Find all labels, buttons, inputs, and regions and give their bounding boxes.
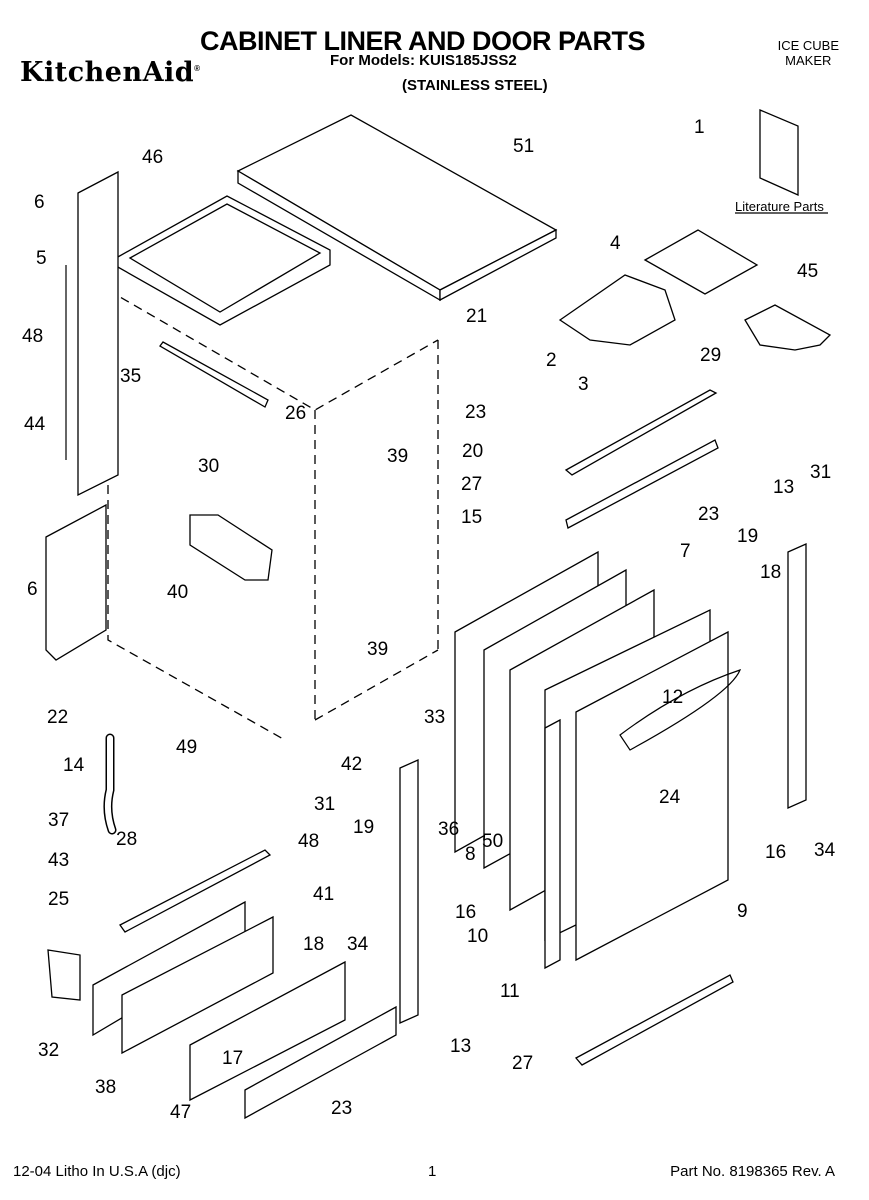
callout: 48 bbox=[298, 831, 319, 852]
part-side-panel bbox=[65, 170, 119, 497]
callout: 25 bbox=[48, 889, 69, 910]
page-number: 1 bbox=[428, 1163, 437, 1180]
callout: 29 bbox=[700, 345, 721, 366]
callout: 32 bbox=[38, 1040, 59, 1061]
callout: 35 bbox=[120, 366, 141, 387]
part-ice-scoop bbox=[744, 304, 832, 351]
callout: 23 bbox=[331, 1098, 352, 1119]
part-door-rail bbox=[565, 439, 719, 529]
callout: 43 bbox=[48, 850, 69, 871]
callout: 33 bbox=[424, 707, 445, 728]
callout: 6 bbox=[27, 579, 38, 600]
part-door-post bbox=[544, 718, 561, 970]
callout: 23 bbox=[465, 402, 486, 423]
part-toe-kick bbox=[47, 849, 397, 1120]
part-door-assembly bbox=[454, 550, 742, 962]
part-bottom-rail bbox=[574, 974, 734, 1066]
callout: 13 bbox=[450, 1036, 471, 1057]
kitchenaid-logo: KitchenAid® bbox=[20, 57, 201, 88]
model-number: For Models: KUIS185JSS2 bbox=[330, 52, 517, 69]
callout: 51 bbox=[513, 136, 534, 157]
callout: 19 bbox=[737, 526, 758, 547]
callout: 7 bbox=[680, 541, 691, 562]
callout: 11 bbox=[500, 981, 520, 1002]
callout: 18 bbox=[760, 562, 781, 583]
model-finish: (STAINLESS STEEL) bbox=[402, 77, 548, 94]
callout: 31 bbox=[314, 794, 335, 815]
part-literature bbox=[759, 109, 799, 197]
callout: 16 bbox=[455, 902, 476, 923]
callout: 3 bbox=[578, 374, 589, 395]
callout: 9 bbox=[737, 901, 748, 922]
part-sheet bbox=[643, 229, 759, 295]
callout: 30 bbox=[198, 456, 219, 477]
callout: 19 bbox=[353, 817, 374, 838]
callout: 39 bbox=[387, 446, 408, 467]
part-bracket bbox=[189, 514, 273, 581]
callout: 16 bbox=[765, 842, 786, 863]
callout: 36 bbox=[438, 819, 459, 840]
part-ice-bucket bbox=[558, 274, 676, 346]
callout: 12 bbox=[662, 687, 683, 708]
callout: 23 bbox=[698, 504, 719, 525]
callout: 50 bbox=[482, 831, 503, 852]
callout: 26 bbox=[285, 403, 306, 424]
callout: 45 bbox=[797, 261, 818, 282]
callout: 2 bbox=[546, 350, 557, 371]
callout: 42 bbox=[341, 754, 362, 775]
callout: 18 bbox=[303, 934, 324, 955]
callout: 49 bbox=[176, 737, 197, 758]
part-top-cover bbox=[236, 114, 558, 302]
callout-labels: 1 2 3 4 5 6 6 7 8 9 10 11 12 13 13 14 15… bbox=[22, 117, 836, 1123]
literature-parts-label: Literature Parts bbox=[735, 199, 824, 214]
part-hinge-rail bbox=[564, 389, 718, 476]
product-category: ICE CUBE MAKER bbox=[777, 38, 839, 68]
callout: 5 bbox=[36, 248, 47, 269]
callout: 4 bbox=[610, 233, 621, 254]
callout: 6 bbox=[34, 192, 45, 213]
part-rail bbox=[159, 341, 269, 408]
part-number: Part No. 8198365 Rev. A bbox=[670, 1163, 835, 1180]
callout: 39 bbox=[367, 639, 388, 660]
callout: 15 bbox=[461, 507, 482, 528]
callout: 14 bbox=[63, 755, 85, 776]
callout: 20 bbox=[462, 441, 483, 462]
callout: 10 bbox=[467, 926, 488, 947]
callout: 1 bbox=[694, 117, 705, 138]
callout: 48 bbox=[22, 326, 43, 347]
callout: 13 bbox=[773, 477, 794, 498]
callout: 37 bbox=[48, 810, 69, 831]
callout: 21 bbox=[466, 306, 487, 327]
part-hinge-post-right bbox=[787, 542, 807, 810]
callout: 24 bbox=[659, 787, 681, 808]
callout: 47 bbox=[170, 1102, 191, 1123]
callout: 40 bbox=[167, 582, 188, 603]
part-rear-plate bbox=[45, 503, 107, 661]
part-top-frame bbox=[115, 195, 331, 326]
callout: 41 bbox=[313, 884, 334, 905]
callout: 27 bbox=[461, 474, 482, 495]
callout: 8 bbox=[465, 844, 476, 865]
callout: 34 bbox=[814, 840, 836, 861]
cabinet-outline bbox=[107, 289, 439, 741]
page-title: CABINET LINER AND DOOR PARTS bbox=[200, 26, 646, 56]
callout: 44 bbox=[24, 414, 46, 435]
print-info: 12-04 Litho In U.S.A (djc) bbox=[13, 1163, 181, 1180]
callout: 38 bbox=[95, 1077, 116, 1098]
callout: 46 bbox=[142, 147, 163, 168]
callout: 34 bbox=[347, 934, 369, 955]
part-hinge-post-left bbox=[399, 758, 419, 1025]
callout: 31 bbox=[810, 462, 831, 483]
callout: 28 bbox=[116, 829, 137, 850]
callout: 22 bbox=[47, 707, 68, 728]
callout: 17 bbox=[222, 1048, 243, 1069]
callout: 27 bbox=[512, 1053, 533, 1074]
